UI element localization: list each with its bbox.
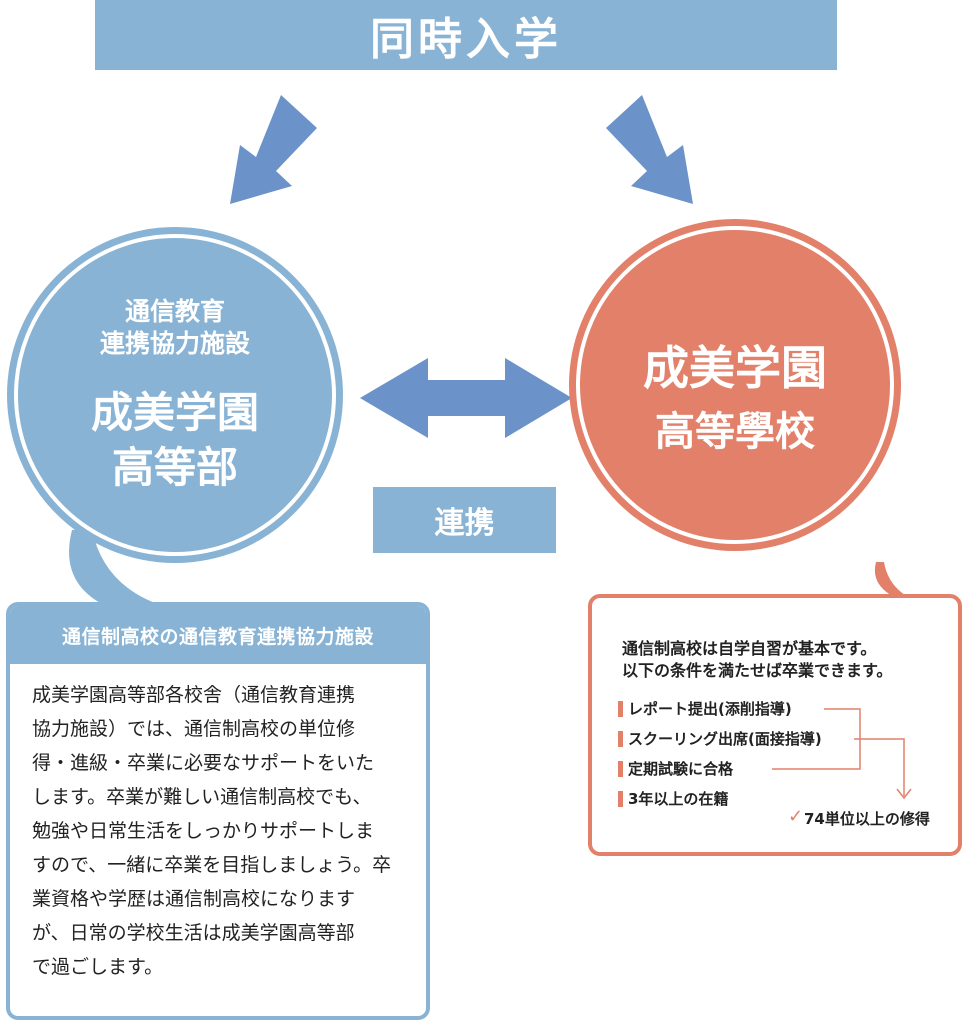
right-info-box: 通信制高校は自学自習が基本です。 以下の条件を満たせば卒業できます。 レポート提… [588,594,962,856]
condition-item: スクーリング出席(面接指導) [618,730,822,748]
right-bubble-tail [874,562,910,598]
check-icon: ✓ [788,806,804,827]
right-circle [569,219,901,551]
body-line: が、日常の学校生活は成美学園高等部 [32,922,355,944]
right-circle-name-2: 高等學校 [655,409,815,455]
double-arrow-icon [360,358,572,438]
condition-connector-lines [772,708,912,800]
left-box-body: 成美学園高等部各校舎（通信教育連携 協力施設）では、通信制高校の単位修 得・進級… [10,664,426,984]
right-box-intro-2: 以下の条件を満たせば卒業できます。 [622,661,893,680]
right-box-intro-1: 通信制高校は自学自習が基本です。 [622,639,877,658]
body-line: 業資格や学歴は通信制高校になります [32,888,356,910]
left-circle-subtitle-2: 連携協力施設 [99,329,250,358]
body-line: すので、一緒に卒業を目指しましょう。卒 [32,854,392,876]
body-line: 協力施設）では、通信制高校の単位修 [32,718,356,740]
condition-item: 3年以上の在籍 [617,790,729,808]
left-bubble-tail [69,530,170,608]
left-circle-name-2: 高等部 [111,443,238,492]
banner-title: 同時入学 [95,0,837,70]
right-box-result: 74単位以上の修得 [804,810,930,828]
link-label: 連携 [373,487,556,553]
body-line: します。卒業が難しい通信制高校でも、 [32,786,372,808]
left-circle [7,227,343,563]
left-circle-name-1: 成美学園 [90,388,259,437]
left-box-title: 通信制高校の通信教育連携協力施設 [10,606,426,664]
left-info-box: 通信制高校の通信教育連携協力施設 成美学園高等部各校舎（通信教育連携 協力施設）… [6,602,430,1020]
body-line: 成美学園高等部各校舎（通信教育連携 [32,684,356,706]
arrow-down-left [230,95,317,204]
body-line: 得・進級・卒業に必要なサポートをいた [32,752,375,774]
body-line: で過ごします。 [32,956,164,978]
left-circle-subtitle-1: 通信教育 [124,297,225,326]
body-line: 勉強や日常生活をしっかりサポートしま [32,820,375,842]
right-circle-name-1: 成美学園 [643,341,827,395]
arrow-down-right [606,95,693,204]
condition-item: 定期試験に合格 [617,760,734,778]
condition-item: レポート提出(添削指導) [618,700,792,718]
